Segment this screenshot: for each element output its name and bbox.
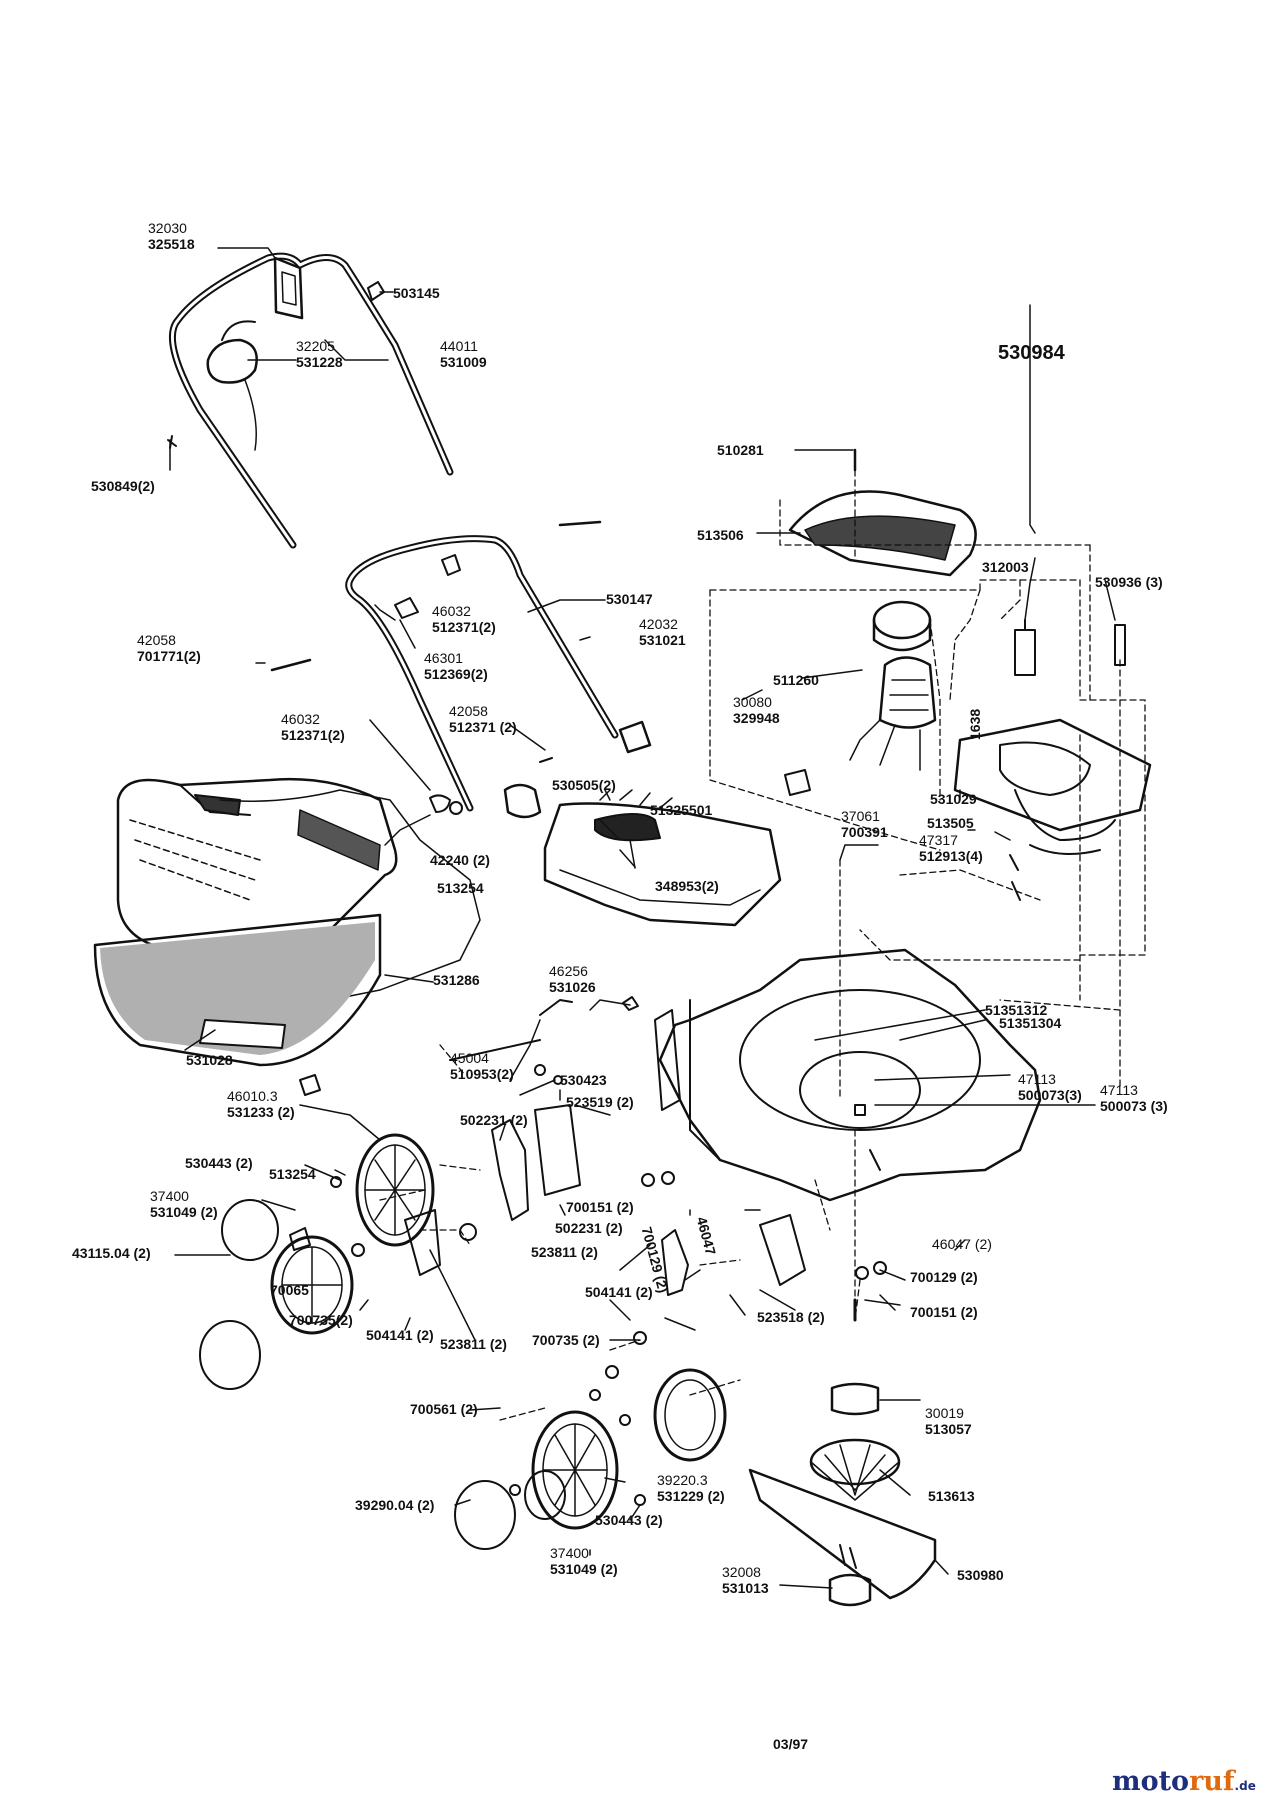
label-bracket-530505: 530505(2) (552, 777, 616, 793)
label-motor-531029: 531029 (930, 791, 977, 807)
upper-handle-drawing (167, 252, 454, 549)
label-motor-513505: 513505 (927, 815, 974, 831)
label-bracket-523519: 523519 (2) (566, 1094, 634, 1110)
label-nut-700561: 700561 (2) (410, 1401, 478, 1417)
label-vertical-1638: 1638 (967, 708, 983, 740)
label-cover-51325501: 51325501 (650, 802, 713, 818)
label-lower-handle: 530147 (606, 591, 653, 607)
label-axle-523811-a: 523811 (2) (531, 1244, 598, 1260)
rear-cover-drawing (543, 789, 782, 927)
label-lever-502231-b: 502231 (2) (555, 1220, 623, 1236)
label-hub-513254: 513254 (269, 1166, 316, 1182)
label-spring-504141-b: 504141 (2) (366, 1327, 434, 1343)
label-fan-513613: 513613 (928, 1488, 975, 1504)
label-washer-530443-a: 530443 (2) (185, 1155, 253, 1171)
label-nut-700735-a: 700735(2) (289, 1312, 353, 1328)
label-grass-531028: 531028 (186, 1052, 233, 1068)
label-clip-348953: 348953(2) (655, 878, 719, 894)
grass-box-drawing (93, 777, 481, 1067)
leader-lines (169, 247, 1116, 1589)
brand-logo: motoruf.de (1112, 1766, 1256, 1797)
lower-handle-drawing (270, 520, 652, 819)
label-nut-70065: 70065 (270, 1282, 309, 1298)
label-washer-530443-b: 530443 (2) (595, 1512, 663, 1528)
label-grassbox-513254: 513254 (437, 880, 484, 896)
label-cap-43115: 43115.04 (2) (72, 1245, 151, 1261)
label-spring-504141-a: 504141 (2) (585, 1284, 653, 1300)
label-lever-502231-a: 502231 (2) (460, 1112, 528, 1128)
deck-drawing (654, 948, 1042, 1202)
label-axle-523811-b: 523811 (2) (440, 1336, 507, 1352)
page-date: 03/97 (773, 1736, 809, 1752)
label-clip-530849: 530849(2) (91, 478, 155, 494)
label-nut-700735-b: 700735 (2) (532, 1332, 600, 1348)
wheels-drawing (199, 1104, 806, 1550)
label-screw-510281: 510281 (717, 442, 764, 458)
label-clip-46047-b: 46047 (2) (932, 1236, 992, 1252)
assembly-number: 530984 (998, 342, 1065, 364)
label-grassbox-42240: 42240 (2) (430, 852, 490, 868)
blade-drawing (748, 1298, 937, 1607)
label-blade-530980: 530980 (957, 1567, 1004, 1583)
assembly-outline-dashed (379, 469, 1146, 1421)
small-parts-drawing (289, 801, 887, 1506)
label-cover-513506: 513506 (697, 527, 744, 543)
label-nut-700151-b: 700151 (2) (910, 1304, 978, 1320)
brand-logo-suffix: .de (1234, 1779, 1256, 1793)
label-nut-700151-a: 700151 (2) (566, 1199, 634, 1215)
label-bolt-530936: 530936 (3) (1095, 574, 1163, 590)
brand-logo-part2: ruf (1189, 1766, 1235, 1797)
label-grassbag-531286: 531286 (433, 972, 480, 988)
label-capacitor-312003: 312003 (982, 559, 1029, 575)
brand-logo-part1: moto (1112, 1766, 1190, 1797)
motor-drawing (784, 448, 1152, 901)
label-nut-700129-b: 700129 (2) (910, 1269, 978, 1285)
label-clip-503145: 503145 (393, 285, 440, 301)
label-fan-511260: 511260 (773, 672, 819, 688)
label-cap-39290: 39290.04 (2) (355, 1497, 435, 1513)
label-spring-530423: 530423 (560, 1072, 607, 1088)
label-deck-51351304: 51351304 (999, 1015, 1062, 1031)
label-bracket-523518: 523518 (2) (757, 1309, 825, 1325)
label-deck-51351312: 51351312 (985, 1002, 1048, 1018)
